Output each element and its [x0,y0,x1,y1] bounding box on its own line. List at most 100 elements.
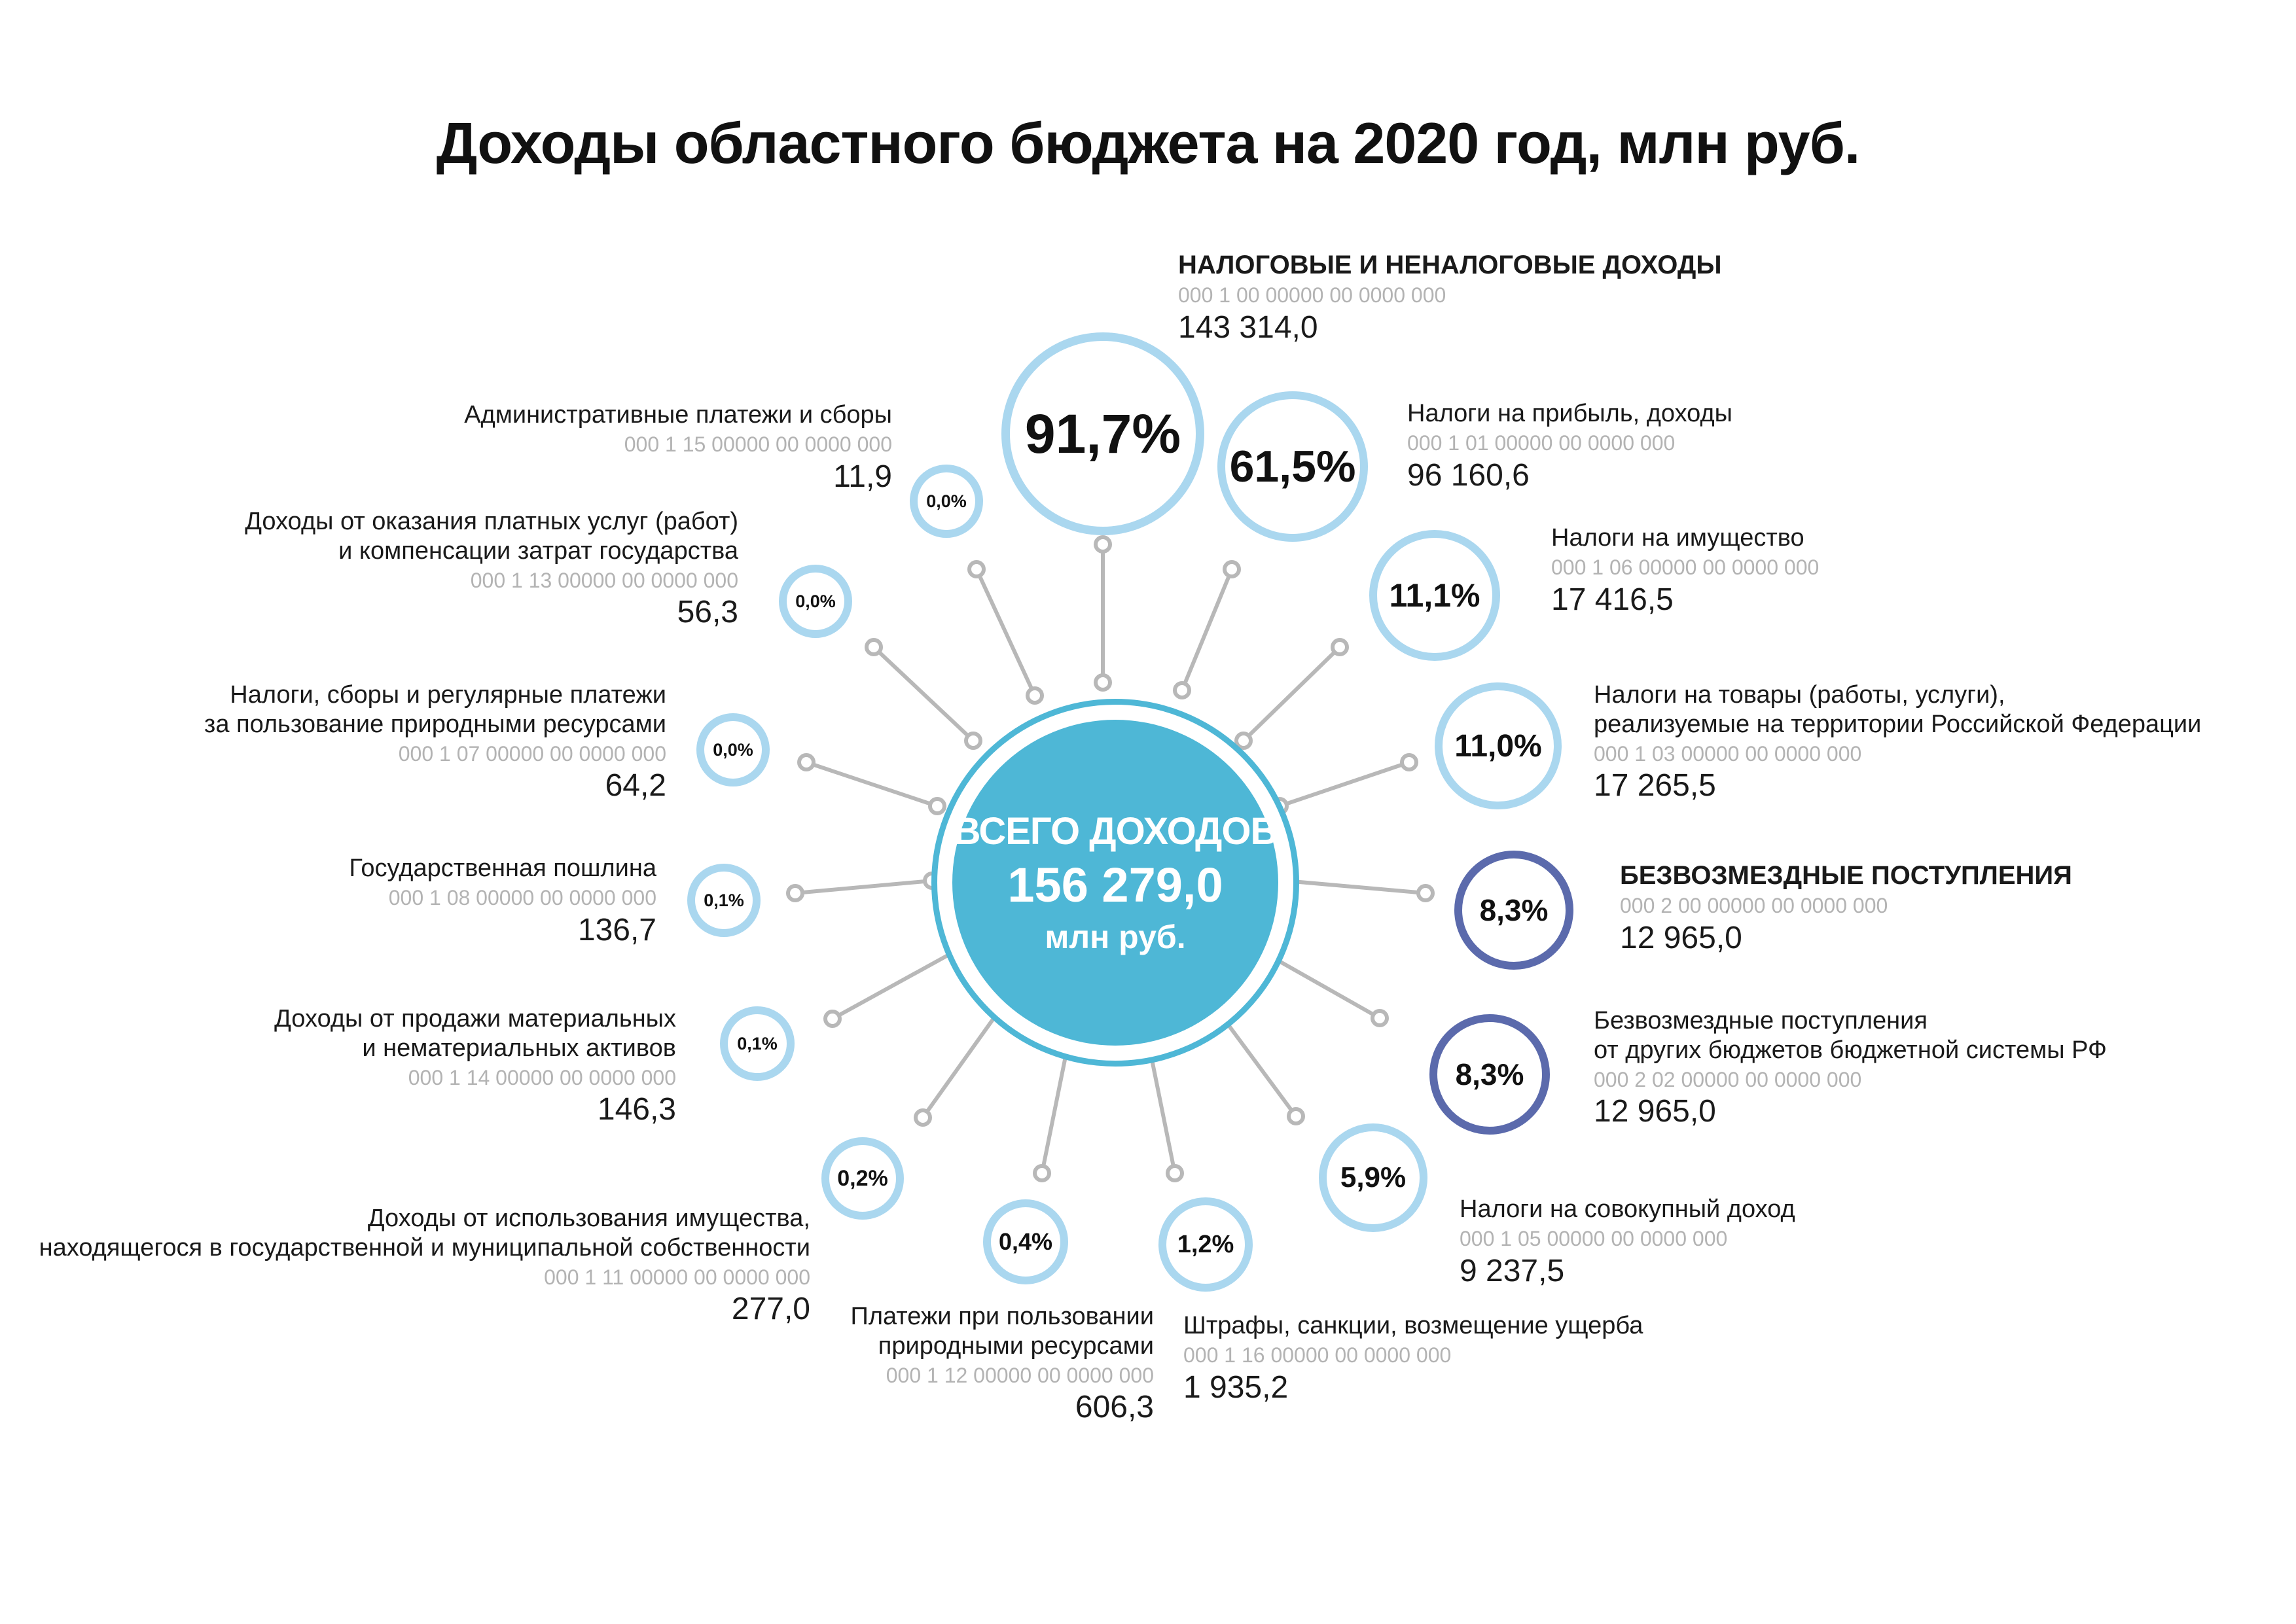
label-code: 000 1 05 00000 00 0000 000 [1460,1226,1728,1250]
label-code: 000 2 02 00000 00 0000 000 [1594,1067,1862,1091]
label-grants-budgets: Безвозмездные поступления от других бюдж… [1594,1006,2107,1131]
bubble-tax-nontax: 91,7% [1001,332,1204,535]
spoke-node [823,1010,842,1028]
spoke-line [872,645,975,743]
label-code: 000 1 12 00000 00 0000 000 [886,1363,1154,1387]
label-name-line2: и нематериальных активов [362,1034,676,1062]
label-name: БЕЗВОЗМЕЗДНЫЕ ПОСТУПЛЕНИЯ [1620,861,2072,890]
label-aggregate-tax: Налоги на совокупный доход 000 1 05 0000… [1460,1195,1795,1290]
spoke-node [1287,1107,1305,1125]
label-value: 12 965,0 [1620,920,1742,955]
bubble-grants: 8,3% [1454,851,1573,970]
bubble-asset-sales: 0,1% [720,1006,795,1081]
label-name-line2: за пользование природными ресурсами [204,710,666,738]
label-goods-tax: Налоги на товары (работы, услуги), реали… [1594,680,2201,805]
label-name: Государственная пошлина [349,855,656,882]
label-asset-sales: Доходы от продажи материальных и нематер… [274,1004,676,1129]
label-value: 143 314,0 [1178,309,1318,345]
spoke-node [967,560,986,578]
label-name-line2: находящегося в государственной и муницип… [39,1233,810,1262]
spoke-line [1279,760,1410,808]
page-title: Доходы областного бюджета на 2020 год, м… [436,111,1861,175]
label-name-line1: Платежи при пользовании [850,1303,1154,1330]
label-value: 17 265,5 [1594,768,1716,803]
label-name: Налоги на совокупный доход [1460,1195,1795,1223]
spoke-node [797,753,816,771]
spoke-line [975,568,1037,697]
label-value: 277,0 [731,1292,810,1327]
spoke-line [831,949,956,1021]
label-paid-services: Доходы от оказания платных услуг (работ)… [245,507,738,631]
label-value: 1 935,2 [1183,1369,1289,1405]
label-code: 000 1 08 00000 00 0000 000 [388,885,656,909]
total-income-unit: млн руб. [1045,919,1186,955]
spoke-node [1331,638,1349,656]
spoke-node [1416,884,1435,902]
spoke-node [1234,732,1253,750]
bubble-grants-budgets: 8,3% [1429,1014,1550,1135]
spoke-node [1026,686,1044,705]
spoke-node [786,884,804,902]
label-value: 12 965,0 [1594,1094,1716,1129]
label-value: 11,9 [833,459,892,494]
spoke-node [1400,753,1418,771]
label-code: 000 1 13 00000 00 0000 000 [470,568,738,592]
label-code: 000 2 00 00000 00 0000 000 [1620,894,1888,918]
label-name: Налоги на прибыль, доходы [1407,400,1732,427]
bubble-state-duty: 0,1% [687,864,761,937]
label-value: 146,3 [597,1092,676,1127]
label-admin-fees: Административные платежи и сборы 000 1 1… [464,400,892,495]
spoke-line [1242,645,1342,743]
bubble-property-tax: 11,1% [1369,530,1500,661]
spoke-node [1371,1009,1389,1027]
bubble-paid-services: 0,0% [779,565,852,638]
label-name-line1: Доходы от продажи материальных [274,1005,676,1033]
label-name-line2: от других бюджетов бюджетной системы РФ [1594,1036,2107,1064]
label-nature-payments: Платежи при пользовании природными ресур… [851,1302,1154,1426]
label-value: 17 416,5 [1551,582,1674,617]
label-name-line2: и компенсации затрат государства [338,537,738,565]
label-code: 000 1 03 00000 00 0000 000 [1594,741,1862,766]
label-fines: Штрафы, санкции, возмещение ущерба 000 1… [1183,1311,1643,1406]
label-code: 000 1 07 00000 00 0000 000 [398,741,666,766]
total-income-label: ВСЕГО ДОХОДОВ [953,810,1278,853]
label-value: 136,7 [577,912,656,947]
spoke-node [1173,681,1191,699]
spoke-node [914,1108,932,1127]
label-name-line2: реализуемые на территории Российской Фед… [1594,710,2202,738]
spoke-node [1094,535,1112,554]
bubble-admin-fees: 0,0% [910,465,983,538]
label-name-line1: Налоги на товары (работы, услуги), [1594,681,2005,709]
label-code: 000 1 01 00000 00 0000 000 [1407,431,1676,455]
label-property-tax: Налоги на имущество 000 1 06 00000 00 00… [1551,523,1819,618]
spoke-node [865,638,883,656]
label-code: 000 1 16 00000 00 0000 000 [1183,1343,1452,1367]
spoke-line [795,879,933,895]
label-name: Административные платежи и сборы [464,401,892,429]
label-name: Налоги на имущество [1551,524,1804,552]
spoke-node [1166,1164,1184,1182]
spoke-line [1284,879,1426,895]
spoke-node [1094,673,1112,692]
label-code: 000 1 06 00000 00 0000 000 [1551,555,1820,579]
spoke-line [1261,949,1381,1020]
spoke-line [1180,568,1234,692]
label-tax-nontax: НАЛОГОВЫЕ И НЕНАЛОГОВЫЕ ДОХОДЫ 000 1 00 … [1178,250,1722,347]
label-name-line2: природными ресурсами [878,1332,1154,1360]
label-state-duty: Государственная пошлина 000 1 08 00000 0… [349,854,656,949]
spoke-node [964,732,982,750]
label-property-use: Доходы от использования имущества, наход… [39,1204,810,1328]
label-name: Штрафы, санкции, возмещение ущерба [1183,1312,1643,1339]
label-name-line1: Безвозмездные поступления [1594,1007,1928,1034]
total-income-circle: ВСЕГО ДОХОДОВ 156 279,0 млн руб. [952,720,1278,1046]
bubble-property-use: 0,2% [821,1137,904,1220]
label-grants: БЕЗВОЗМЕЗДНЫЕ ПОСТУПЛЕНИЯ 000 2 00 00000… [1620,860,2072,957]
label-code: 000 1 00 00000 00 0000 000 [1178,283,1446,308]
bubble-profit-tax: 61,5% [1217,391,1368,542]
bubble-goods-tax: 11,0% [1435,682,1562,809]
total-income-value: 156 279,0 [1007,858,1223,912]
bubble-aggregate-tax: 5,9% [1319,1123,1427,1232]
label-value: 9 237,5 [1460,1253,1565,1288]
label-name: НАЛОГОВЫЕ И НЕНАЛОГОВЫЕ ДОХОДЫ [1178,251,1722,279]
